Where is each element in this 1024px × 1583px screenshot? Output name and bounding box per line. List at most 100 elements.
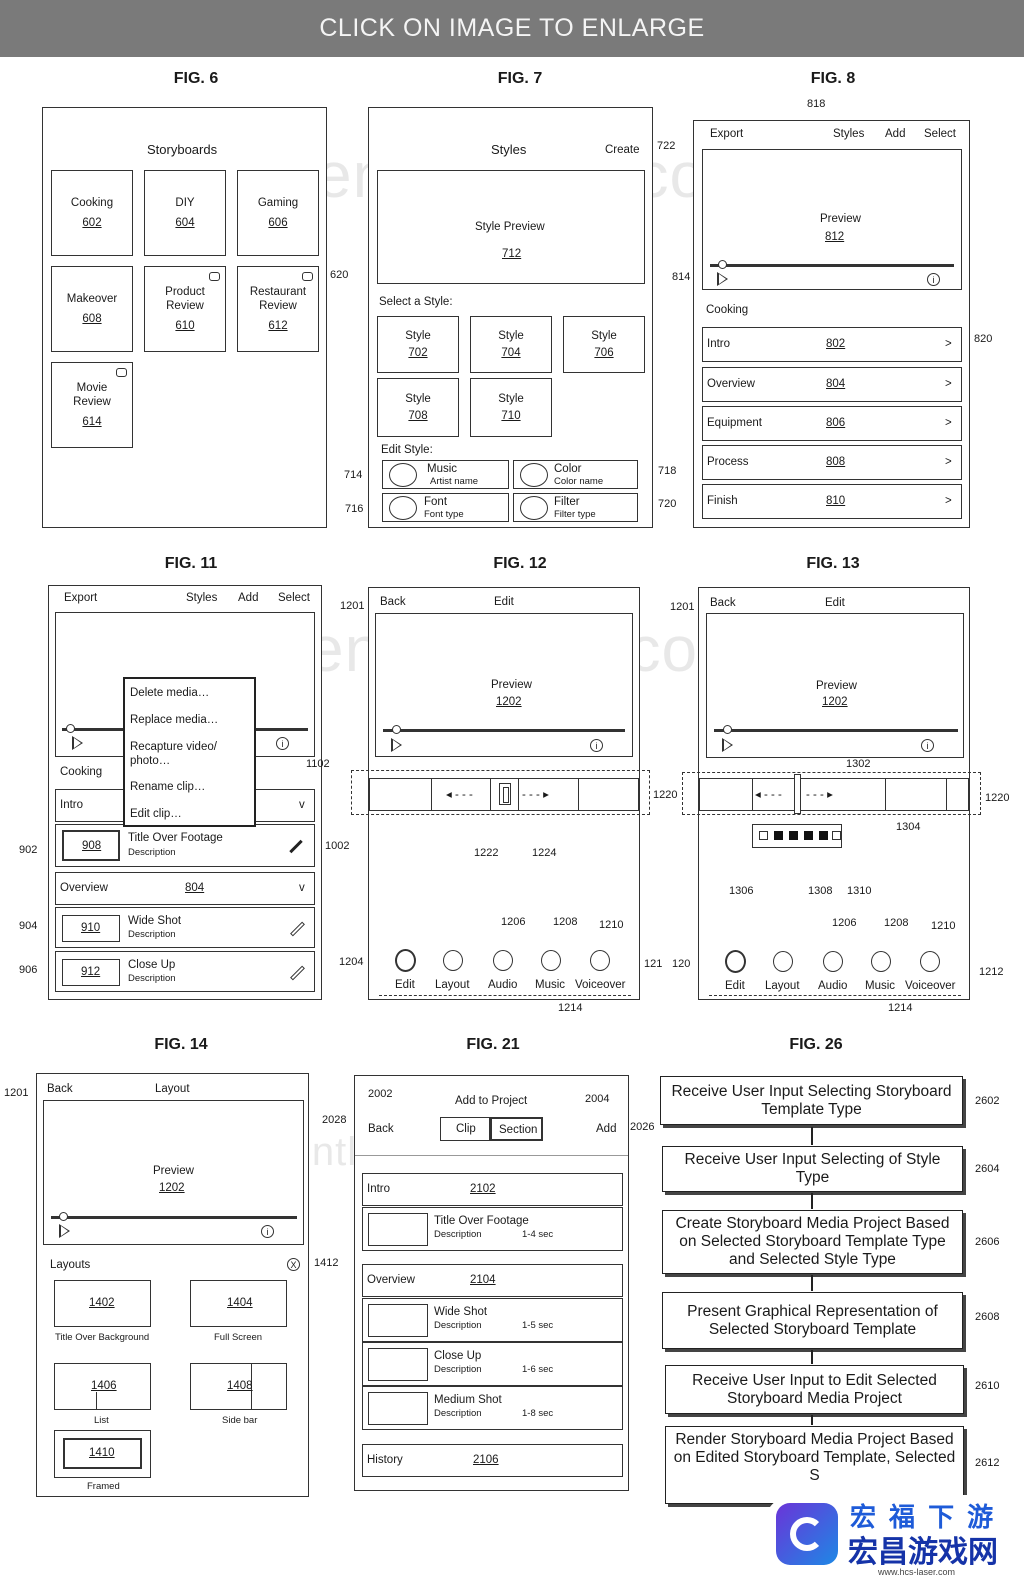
add-button[interactable]: Add	[238, 592, 259, 604]
create-button[interactable]: Create	[605, 144, 640, 156]
segment-selector[interactable]	[752, 824, 842, 848]
clip-row[interactable]: 910 Wide Shot Description	[55, 907, 315, 948]
clip-row[interactable]: Close Up Description 1-6 sec	[362, 1342, 623, 1386]
add-button[interactable]: Add	[885, 128, 906, 140]
export-button[interactable]: Export	[64, 592, 98, 604]
info-icon[interactable]: i	[921, 739, 934, 752]
clip-row[interactable]: Wide Shot Description 1-5 sec	[362, 1298, 623, 1342]
styles-button[interactable]: Styles	[186, 592, 218, 604]
layout-option[interactable]: 1402	[54, 1280, 151, 1327]
menu-item-edit[interactable]: Edit clip…	[130, 808, 182, 820]
clip-row[interactable]: 908 Title Over Footage Description	[55, 824, 315, 867]
close-icon[interactable]: X	[287, 1258, 300, 1271]
voiceover-tool-button[interactable]	[920, 951, 940, 972]
play-icon[interactable]	[59, 1224, 70, 1238]
music-tool-button[interactable]	[871, 951, 891, 972]
layout-tool-button[interactable]	[443, 950, 463, 971]
clip-row[interactable]: Medium Shot Description 1-8 sec	[362, 1386, 623, 1430]
section-row[interactable]: Intro 2102	[362, 1173, 623, 1206]
section-row[interactable]: Finish 810 >	[702, 484, 962, 519]
layout-option[interactable]: 1410	[54, 1430, 151, 1478]
clip-row[interactable]: 912 Close Up Description	[55, 951, 315, 992]
menu-item-rename[interactable]: Rename clip…	[130, 781, 206, 793]
enlarge-banner[interactable]: CLICK ON IMAGE TO ENLARGE	[0, 0, 1024, 57]
section-row[interactable]: Equipment 806 >	[702, 406, 962, 441]
back-button[interactable]: Back	[47, 1083, 73, 1095]
tool-label: Audio	[818, 980, 848, 992]
pencil-icon[interactable]	[289, 839, 303, 854]
clip-row[interactable]: Title Over Footage Description 1-4 sec	[362, 1207, 623, 1251]
back-button[interactable]: Back	[710, 597, 736, 609]
select-button[interactable]: Select	[924, 128, 956, 140]
back-button[interactable]: Back	[368, 1123, 394, 1135]
play-icon[interactable]	[722, 738, 733, 752]
play-icon[interactable]	[717, 272, 728, 286]
clip-segment[interactable]: Clip	[440, 1117, 490, 1141]
music-tool-button[interactable]	[541, 950, 561, 971]
select-button[interactable]: Select	[278, 592, 310, 604]
menu-item-replace[interactable]: Replace media…	[130, 714, 219, 726]
section-row[interactable]: Overview 804 >	[702, 367, 962, 402]
timeline-strip[interactable]: ◂ - - - - - - ▸	[699, 774, 969, 814]
menu-item-recapture[interactable]: Recapture video/ photo…	[130, 741, 217, 767]
menu-item-delete[interactable]: Delete media…	[130, 687, 210, 699]
edit-tool-button[interactable]	[725, 950, 746, 973]
scrubber[interactable]	[714, 729, 958, 732]
section-segment[interactable]: Section	[490, 1117, 543, 1141]
export-button[interactable]: Export	[710, 128, 744, 140]
section-row[interactable]: Overview 2104	[362, 1264, 623, 1297]
play-icon[interactable]	[72, 736, 83, 750]
edit-filter-button[interactable]: Filter Filter type	[513, 493, 638, 522]
edit-music-button[interactable]: Music Artist name	[382, 460, 509, 489]
add-button[interactable]: Add	[596, 1123, 617, 1135]
back-button[interactable]: Back	[380, 596, 406, 608]
scrubber[interactable]	[383, 729, 625, 732]
audio-tool-button[interactable]	[823, 951, 843, 972]
scrubber[interactable]	[51, 1216, 297, 1219]
layout-option[interactable]: 1404	[190, 1280, 287, 1327]
ref-2612: 2612	[975, 1457, 1000, 1469]
edit-font-button[interactable]: Font Font type	[382, 493, 509, 522]
play-icon[interactable]	[391, 738, 402, 752]
audio-tool-button[interactable]	[493, 950, 513, 971]
ref-902: 902	[19, 844, 38, 856]
section-row[interactable]: Intro 802 >	[702, 327, 962, 362]
timeline-strip[interactable]: ◂ - - - - - - ▸	[369, 778, 639, 811]
edit-color-button[interactable]: Color Color name	[513, 460, 638, 489]
pencil-icon[interactable]	[290, 921, 305, 937]
info-icon[interactable]: i	[261, 1225, 274, 1238]
section-row[interactable]: History 2106	[362, 1444, 623, 1477]
styles-button[interactable]: Styles	[833, 128, 865, 140]
logo-partial-text: 宏 福 下 游	[850, 1503, 996, 1533]
layout-tool-button[interactable]	[773, 951, 793, 972]
flow-step: Receive User Input to Edit Selected Stor…	[665, 1365, 964, 1414]
layout-option[interactable]: 1408	[190, 1363, 287, 1410]
section-row[interactable]: Overview 804 v	[55, 872, 315, 905]
section-row[interactable]: Process 808 >	[702, 445, 962, 480]
site-logo[interactable]: 宏 福 下 游 宏昌游戏网 www.hcs-laser.com	[754, 1483, 1024, 1583]
scrubber-knob[interactable]	[392, 725, 401, 734]
info-icon[interactable]: i	[927, 273, 940, 286]
pencil-icon[interactable]	[290, 965, 305, 981]
voiceover-tool-button[interactable]	[590, 950, 610, 971]
layout-option[interactable]: 1406	[54, 1363, 151, 1410]
scrubber-knob[interactable]	[66, 724, 75, 733]
info-icon[interactable]: i	[590, 739, 603, 752]
playhead[interactable]	[794, 774, 801, 814]
scrubber-knob[interactable]	[723, 725, 732, 734]
info-icon[interactable]: i	[276, 737, 289, 750]
scrubber[interactable]	[710, 264, 954, 267]
edit-tool-button[interactable]	[395, 949, 416, 972]
scrubber-knob[interactable]	[59, 1212, 68, 1221]
scrubber-knob[interactable]	[718, 260, 727, 269]
trim-handle[interactable]	[499, 783, 511, 805]
